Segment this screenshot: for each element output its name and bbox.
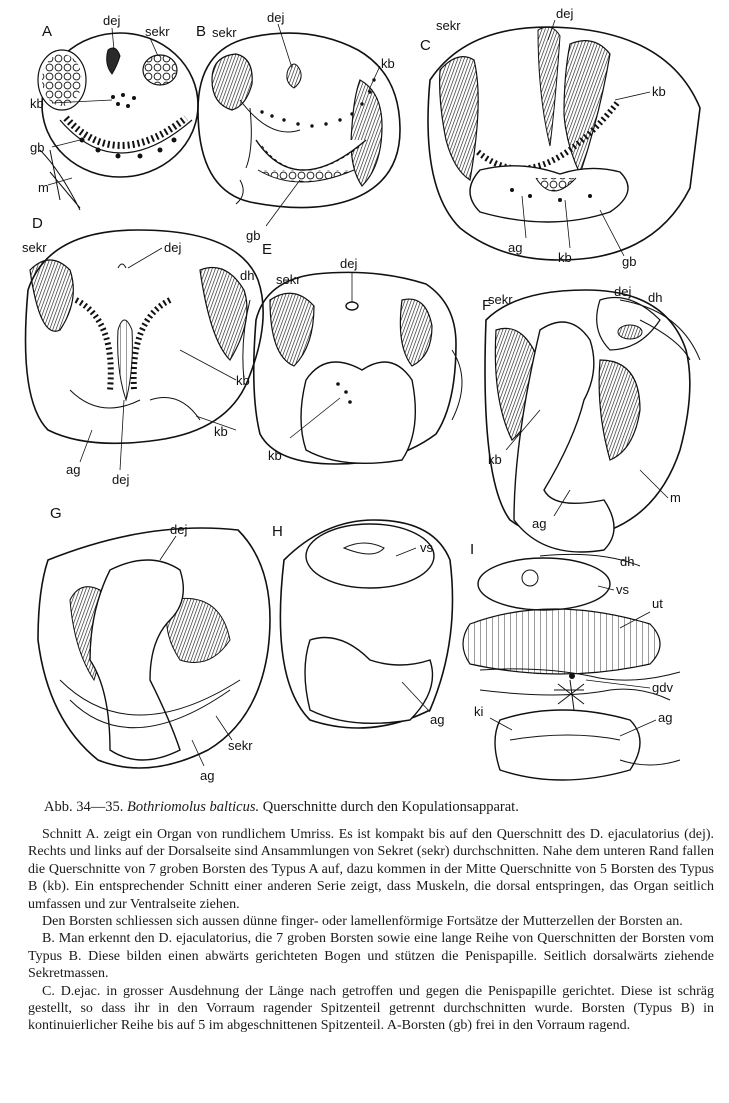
panel-a-label-dej: dej [103,13,120,28]
panel-c-label-dej: dej [556,6,573,21]
panel-f-label-ag: ag [532,516,546,531]
caption-rest: Querschnitte durch den Kopulationsappara… [262,799,519,815]
figure-cross-sections: A dej sekr kb gb m B sekr dej kb gb [22,6,701,783]
panel-c: C sekr dej kb ag kb gb [420,6,701,269]
panel-b-label-kb: kb [381,56,395,71]
panel-d: D sekr dej kb kb ag dej [22,215,264,487]
panel-c-label-sekr: sekr [436,18,461,33]
caption-species: Bothriomolus balticus. [126,799,260,815]
panel-h-label-ag: ag [430,712,444,727]
panel-a: A dej sekr kb gb m [30,13,199,211]
panel-c-label-kb: kb [652,84,666,99]
panel-e-label-sekr: sekr [276,272,301,287]
panel-b: B sekr dej kb gb [196,10,401,243]
panel-i: I dh vs ut gdv ki ag [462,541,681,781]
panel-e-label-dh: dh [240,268,254,283]
panel-c-label-ag: ag [508,240,522,255]
paragraph-c: C. D.ejac. in grosser Ausdehnung der Län… [28,983,714,1034]
panel-g-label-ag: ag [200,768,214,783]
panel-e-label-dej: dej [340,256,357,271]
panel-i-letter: I [470,541,474,558]
panel-g: G dej sekr ag [37,505,271,783]
panel-h-label-vs: vs [420,540,434,555]
panel-d-label-ag: ag [66,462,80,477]
panel-c-label-gb: gb [622,254,636,269]
paragraph-schnitt-a: Schnitt A. zeigt ein Organ von rundliche… [28,827,714,912]
panel-i-label-gdv: gdv [652,680,673,695]
panel-h: H vs ag [272,519,454,729]
panel-d-label-dej: dej [164,240,181,255]
paragraph-borsten: Den Borsten schliessen sich aussen dünne… [42,914,683,930]
caption-prefix: Abb. 34—35. [44,799,124,815]
panel-f: F sekr dej dh kb m ag [482,284,701,553]
panel-c-label-kb-2: kb [558,250,572,265]
panel-h-letter: H [272,523,283,540]
panel-f-label-sekr: sekr [488,292,513,307]
panel-a-label-sekr: sekr [145,24,170,39]
panel-e-label-kb: kb [268,448,282,463]
panel-f-label-kb: kb [488,452,502,467]
panel-i-label-vs: vs [616,582,630,597]
panel-a-label-gb: gb [30,140,44,155]
panel-f-label-dh: dh [648,290,662,305]
panel-e: E dh sekr dej kb [240,241,463,465]
panel-f-label-m: m [670,490,681,505]
panel-d-label-kb: kb [236,373,250,388]
panel-f-label-dej: dej [614,284,631,299]
body-text: Schnitt A. zeigt ein Organ von rundliche… [28,826,714,1035]
panel-e-letter: E [262,241,272,258]
panel-d-label-dej-2: dej [112,472,129,487]
panel-c-letter: C [420,37,431,54]
panel-i-label-dh: dh [620,554,634,569]
panel-f-letter: F [482,297,491,314]
panel-b-label-sekr: sekr [212,25,237,40]
panel-b-label-gb: gb [246,228,260,243]
figure-caption: Abb. 34—35. Bothriomolus balticus. Quers… [44,797,704,817]
panel-i-label-ki: ki [474,704,484,719]
panel-b-label-dej: dej [267,10,284,25]
panel-a-label-m: m [38,180,49,195]
panel-d-label-kb-2: kb [214,424,228,439]
panel-d-label-sekr: sekr [22,240,47,255]
paragraph-b: B. Man erkennt den D. ejaculatorius, die… [28,931,714,982]
panel-b-letter: B [196,23,206,40]
panel-a-label-kb: kb [30,96,44,111]
panel-d-letter: D [32,215,43,232]
panel-i-label-ag: ag [658,710,672,725]
panel-g-letter: G [50,505,62,522]
panel-i-label-ut: ut [652,596,663,611]
panel-g-label-dej: dej [170,522,187,537]
panel-g-label-sekr: sekr [228,738,253,753]
panel-a-letter: A [42,23,52,40]
